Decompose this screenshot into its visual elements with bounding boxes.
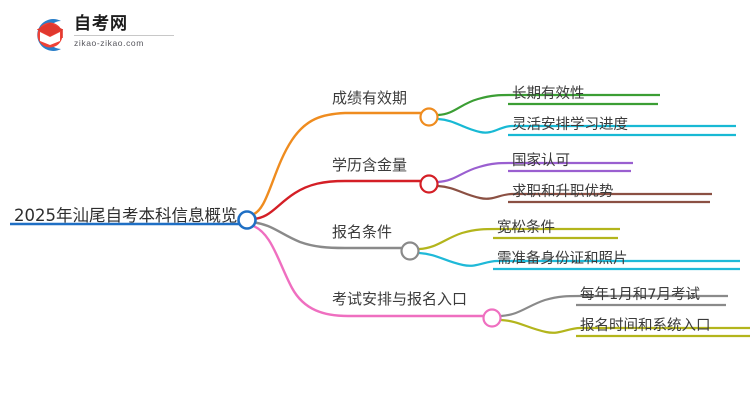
leaf-label-1-1[interactable]: 长期有效性 — [512, 86, 585, 102]
leaf-connector-3-2 — [418, 251, 740, 267]
leaf-connector-2-2 — [437, 184, 712, 200]
logo-url: zikao-zikao.com — [74, 38, 144, 48]
leaf-label-3-2[interactable]: 需准备身份证和照片 — [497, 251, 628, 267]
branch-node-3[interactable] — [400, 241, 420, 261]
branch-label-1[interactable]: 成绩有效期 — [332, 89, 408, 107]
leaf-connector-2-1 — [437, 161, 633, 184]
root-node[interactable] — [237, 210, 257, 230]
branch-connector-3 — [250, 220, 402, 250]
site-logo[interactable]: 自考网 zikao-zikao.com — [28, 12, 178, 58]
branch-connector-2 — [250, 179, 421, 221]
leaf-label-3-1[interactable]: 宽松条件 — [497, 220, 555, 236]
branch-label-2[interactable]: 学历含金量 — [332, 156, 408, 174]
leaf-label-2-2[interactable]: 求职和升职优势 — [512, 184, 614, 200]
leaf-connector-4-2 — [500, 318, 750, 334]
leaf-label-2-1[interactable]: 国家认可 — [512, 153, 570, 169]
branch-node-4[interactable] — [482, 308, 502, 328]
leaf-connector-1-1 — [437, 93, 660, 117]
branch-label-3[interactable]: 报名条件 — [332, 223, 393, 241]
leaf-connector-1-2 — [437, 117, 736, 134]
branch-node-1[interactable] — [419, 107, 439, 127]
branch-connector-1 — [250, 111, 421, 217]
leaf-label-4-1[interactable]: 每年1月和7月考试 — [580, 287, 700, 303]
leaf-label-1-2[interactable]: 灵活安排学习进度 — [512, 117, 628, 133]
branch-node-2[interactable] — [419, 174, 439, 194]
leaf-connector-4-1 — [500, 294, 728, 318]
leaf-connector-3-1 — [418, 227, 620, 251]
root-node-label[interactable]: 2025年汕尾自考本科信息概览 — [14, 206, 238, 225]
branch-connector-4 — [250, 223, 484, 318]
logo-divider — [74, 35, 174, 36]
logo-name-cn: 自考网 — [74, 14, 128, 34]
branch-label-4[interactable]: 考试安排与报名入口 — [332, 290, 468, 308]
graduation-cap-icon — [37, 18, 63, 52]
leaf-label-4-2[interactable]: 报名时间和系统入口 — [580, 318, 711, 334]
